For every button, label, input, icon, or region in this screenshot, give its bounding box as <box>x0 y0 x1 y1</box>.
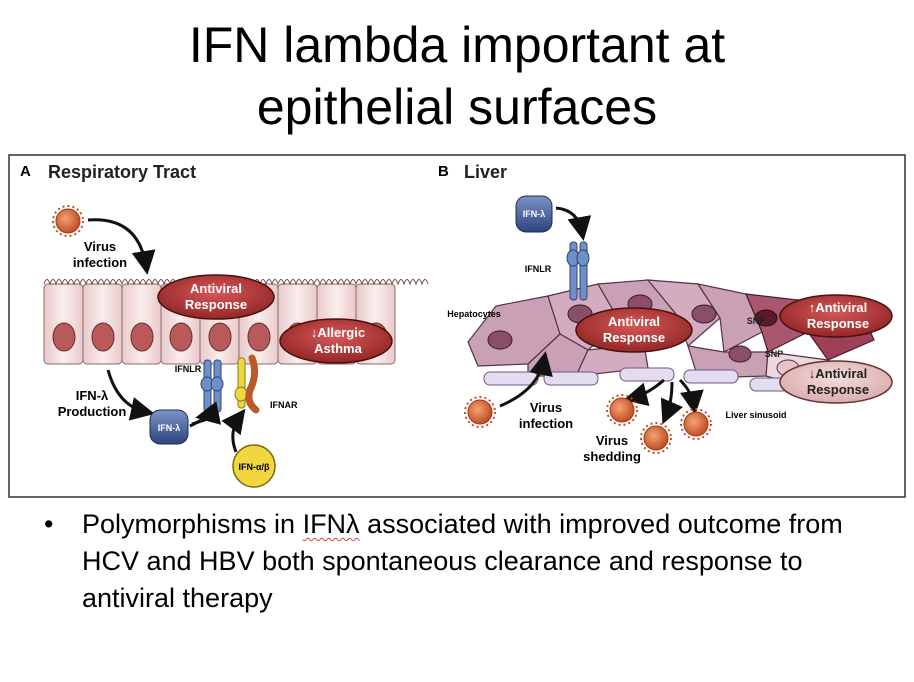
allergic-asthma-badge <box>279 318 393 364</box>
virus-infection-label-line-2: infection <box>73 255 127 270</box>
liver-sinusoid-label: Liver sinusoid <box>725 410 786 420</box>
cell-nucleus <box>130 322 154 352</box>
cell-nucleus <box>169 322 193 352</box>
ifn-lambda-binding-arrow-b <box>555 206 592 241</box>
infection-arrow <box>87 218 156 275</box>
ifn-lambda-molecule <box>149 409 189 445</box>
ifn-lambda-production-label-line-1: IFN-λ <box>76 388 109 403</box>
allergic-asthma-label-line-1: ↓Allergic <box>311 325 365 340</box>
bullet-marker: • <box>44 509 54 539</box>
shedding-arrow <box>678 378 704 415</box>
bullet-item: • Polymorphisms in IFNλ associated with … <box>44 506 884 617</box>
slide-title: IFN lambda important at epithelial surfa… <box>0 14 914 138</box>
ifnar-label: IFNAR <box>270 400 298 410</box>
shed-virus-icon <box>606 394 638 426</box>
ifn-lambda-figure: A Respiratory Tract <box>8 154 906 498</box>
hepatocyte-nucleus <box>728 345 752 363</box>
panel-liver: B Liver <box>438 162 893 464</box>
cell-nucleus <box>247 322 271 352</box>
shedding-arrow <box>660 381 683 425</box>
ifnar-receptor <box>234 354 260 414</box>
decreased-antiviral-badge <box>779 360 893 404</box>
ifnlr-label-b: IFNLR <box>525 264 552 274</box>
spellcheck-term: IFNλ <box>302 509 360 539</box>
allergic-asthma-label-line-2: Asthma <box>314 341 362 356</box>
increased-antiviral-label-line-2: Response <box>807 316 869 331</box>
ifn-lambda-molecule-b <box>515 195 553 233</box>
panel-a-letter: A <box>20 163 31 180</box>
decreased-antiviral-label-line-1: ↓Antiviral <box>809 366 868 381</box>
hepatocyte <box>696 283 763 353</box>
hepatocyte <box>646 279 721 348</box>
hepatocyte-nucleus <box>754 309 778 327</box>
ifn-alpha-beta-label: IFN-α/β <box>238 462 270 472</box>
antiviral-response-b-label-line-2: Response <box>603 330 665 345</box>
hepatocyte-nucleus <box>691 304 717 324</box>
antiviral-response-badge-b <box>575 307 693 353</box>
decreased-antiviral-label-line-2: Response <box>807 382 869 397</box>
virus-infection-b-label-line-1: Virus <box>530 400 562 415</box>
virus-shedding-label-line-2: shedding <box>583 449 641 464</box>
bullet-text-post: associated with improved outcome from HC… <box>82 509 843 613</box>
slide-title-line-2: epithelial surfaces <box>256 79 658 135</box>
ifn-lambda-production-label-line-2: Production <box>58 404 127 419</box>
shed-virus-icon <box>640 422 672 454</box>
bullet-list: • Polymorphisms in IFNλ associated with … <box>44 506 884 617</box>
bullet-text: Polymorphisms in IFNλ associated with im… <box>82 506 884 617</box>
infection-arrow-b <box>499 351 553 408</box>
virus-particle-icon <box>52 205 84 237</box>
ifnlr-receptor-a <box>200 359 224 413</box>
antiviral-response-b-label-line-1: Antiviral <box>608 314 660 329</box>
snp-label-top: SNP <box>747 316 766 326</box>
antiviral-response-label-line-2: Response <box>185 297 247 312</box>
panel-b-letter: B <box>438 163 449 180</box>
shedding-arrow <box>623 378 665 406</box>
virus-particle-icon <box>464 396 496 428</box>
hepatocyte-nucleus <box>487 330 513 350</box>
increased-antiviral-label-line-1: ↑Antiviral <box>809 300 868 315</box>
virus-infection-label-line-1: Virus <box>84 239 116 254</box>
increased-antiviral-badge <box>779 294 893 338</box>
virus-infection-b-label-line-2: infection <box>519 416 573 431</box>
cell-nucleus <box>208 322 232 352</box>
ifn-lambda-molecule-label: IFN-λ <box>158 423 181 433</box>
ifnlr-receptor-b <box>566 241 590 301</box>
ifn-alpha-beta-arrow <box>221 408 246 453</box>
antiviral-response-badge <box>157 274 275 320</box>
production-arrow <box>106 369 155 421</box>
panel-a-title: Respiratory Tract <box>48 162 196 182</box>
panel-respiratory-tract: A Respiratory Tract <box>20 162 429 488</box>
bullet-text-pre: Polymorphisms in <box>82 509 303 539</box>
ifn-lambda-binding-arrowhead <box>189 401 222 428</box>
hepatocytes-label: Hepatocytes <box>447 309 501 319</box>
ifnlr-label-a: IFNLR <box>175 364 202 374</box>
snp-label-bottom: SNP <box>765 349 784 359</box>
ifn-lambda-molecule-b-label: IFN-λ <box>523 209 546 219</box>
slide-title-line-1: IFN lambda important at <box>188 17 726 73</box>
cell-nucleus <box>91 322 115 352</box>
ifn-alpha-beta-molecule <box>232 444 276 488</box>
cell-nucleus <box>52 322 76 352</box>
sinusoid-endothelium <box>483 367 805 392</box>
shed-virus-icon <box>680 408 712 440</box>
virus-shedding-label-line-1: Virus <box>596 433 628 448</box>
antiviral-response-label-line-1: Antiviral <box>190 281 242 296</box>
panel-b-title: Liver <box>464 162 507 182</box>
